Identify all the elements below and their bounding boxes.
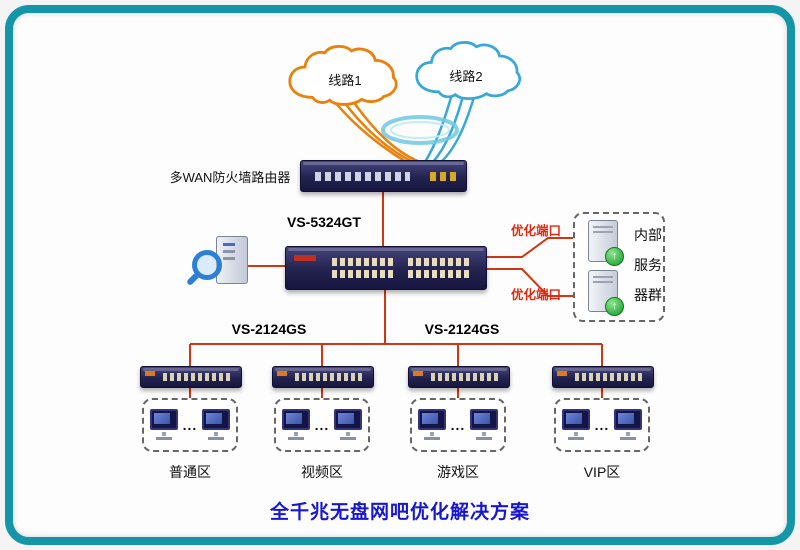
monitor-icon xyxy=(334,409,363,441)
monitor-screen xyxy=(470,409,499,430)
more-clients-ellipsis: ... xyxy=(314,417,330,433)
cable-coil-ring-icon xyxy=(381,115,459,145)
edge-switch-model-label-2: VS-2124GS xyxy=(424,321,500,337)
monitor-icon xyxy=(561,409,590,441)
server-icon-2: ↑ xyxy=(588,270,624,316)
magnifier-icon xyxy=(192,250,222,280)
core-switch-device xyxy=(285,246,487,290)
switch-ports xyxy=(163,373,233,381)
switch-highlight xyxy=(275,368,371,371)
monitor-screen xyxy=(202,409,231,430)
router-uplink-ports xyxy=(430,172,456,181)
more-clients-ellipsis: ... xyxy=(594,417,610,433)
monitor-screen xyxy=(334,409,363,430)
switch-tag xyxy=(277,371,287,376)
monitor-screen xyxy=(149,409,178,430)
diagram-title: 全千兆无盘网吧优化解决方案 xyxy=(269,502,531,523)
server-group-label-line3: 器群 xyxy=(634,287,662,303)
server-icon-1: ↑ xyxy=(588,220,624,266)
zone-label-2: 视频区 xyxy=(301,464,343,480)
monitor-icon xyxy=(614,409,643,441)
zone-clients-box-2: ... xyxy=(274,398,370,452)
zone-clients-box-4: ... xyxy=(554,398,650,452)
wan1-label: 线路1 xyxy=(328,73,362,88)
core-server2-link xyxy=(485,268,573,297)
core-switch-port-group-1 xyxy=(332,258,394,278)
switch-ports xyxy=(575,373,645,381)
green-arrow-badge-icon: ↑ xyxy=(605,247,624,266)
edge-switch-device-1 xyxy=(140,366,242,388)
switch-tag xyxy=(413,371,423,376)
server-group-label-line1: 内部 xyxy=(634,227,662,243)
more-clients-ellipsis: ... xyxy=(450,417,466,433)
zone-label-3: 游戏区 xyxy=(437,464,479,480)
server-group-label-line2: 服务 xyxy=(634,257,662,273)
optimized-port-label-2: 优化端口 xyxy=(510,288,562,302)
zone-label-4: VIP区 xyxy=(583,464,621,480)
router-label: 多WAN防火墙路由器 xyxy=(169,170,291,185)
optimized-port-label-1: 优化端口 xyxy=(510,224,562,238)
core-server1-link xyxy=(485,237,573,258)
monitor-screen xyxy=(417,409,446,430)
core-switch-highlight xyxy=(288,248,484,251)
router-highlight xyxy=(303,162,464,165)
zone-clients-box-1: ... xyxy=(142,398,238,452)
wan1-cables xyxy=(329,95,421,164)
edge-switch-device-3 xyxy=(408,366,510,388)
edge-switch-model-label-1: VS-2124GS xyxy=(231,321,307,337)
lan-links xyxy=(189,190,603,398)
more-clients-ellipsis: ... xyxy=(182,417,198,433)
switch-tag xyxy=(145,371,155,376)
switch-tag xyxy=(557,371,567,376)
firewall-router-device xyxy=(300,160,467,192)
switch-highlight xyxy=(411,368,507,371)
cloud-wan2-icon xyxy=(415,41,522,101)
edge-switch-device-4 xyxy=(552,366,654,388)
core-switch-port-group-2 xyxy=(408,258,470,278)
monitor-screen xyxy=(614,409,643,430)
monitor-icon xyxy=(202,409,231,441)
zone-label-1: 普通区 xyxy=(169,464,211,480)
switch-ports xyxy=(431,373,501,381)
core-switch-model-label: VS-5324GT xyxy=(287,214,361,230)
switch-ports xyxy=(295,373,365,381)
edge-switch-device-2 xyxy=(272,366,374,388)
core-switch-logo xyxy=(294,255,316,261)
monitor-screen xyxy=(281,409,310,430)
wan2-cables xyxy=(423,93,476,163)
server-group-label: 内部 服务 器群 xyxy=(634,220,662,310)
switch-highlight xyxy=(143,368,239,371)
monitor-icon xyxy=(149,409,178,441)
cloud-wan1-icon xyxy=(288,45,398,106)
switch-highlight xyxy=(555,368,651,371)
router-ports xyxy=(315,172,410,181)
monitor-icon xyxy=(470,409,499,441)
zone-clients-box-3: ... xyxy=(410,398,506,452)
wan2-label: 线路2 xyxy=(449,69,483,84)
green-arrow-badge-icon: ↑ xyxy=(605,297,624,316)
monitor-icon xyxy=(281,409,310,441)
monitor-icon xyxy=(417,409,446,441)
monitor-screen xyxy=(561,409,590,430)
